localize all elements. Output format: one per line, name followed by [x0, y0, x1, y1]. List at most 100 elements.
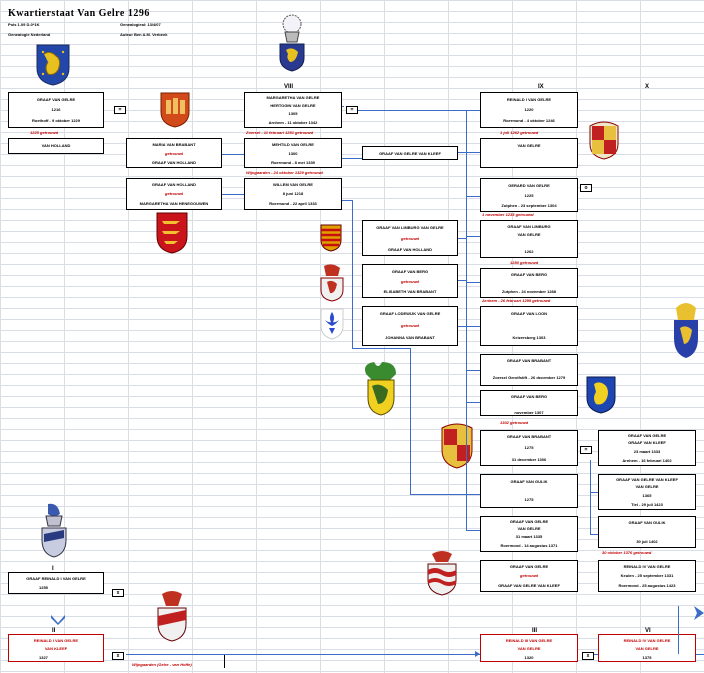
connector-line	[466, 196, 480, 197]
generation-label: IX	[538, 84, 544, 90]
person-card[interactable]: GRAAF VAN GULIK 1275	[480, 474, 578, 508]
connector-line	[222, 194, 244, 195]
connector-line	[594, 654, 598, 655]
person-card[interactable]: GRAAF VAN GELRE VAN KLEEF VAN GELRE 1365…	[598, 474, 696, 510]
person-card[interactable]: GRAAF VAN BRABANT Zoersel Gerolfstift - …	[480, 354, 578, 386]
generation-label: II	[52, 628, 56, 634]
person-death: Arnhem - 16 februari 1402	[622, 458, 672, 463]
person-card[interactable]: GRAAF VAN BRABANT 1275 31 december 1306	[480, 430, 578, 466]
person-name: VAN GELRE	[517, 143, 541, 148]
person-card[interactable]: REINALD I VAN GELRE VAN KLEEF 1327	[8, 634, 104, 662]
marriage-note: 1225 getrouwd	[30, 130, 59, 135]
person-death: Roermond - 25 augustus 1423	[618, 583, 676, 588]
connector-line	[466, 110, 467, 530]
person-card[interactable]: GRAAF VAN BERG Zutphen - 24 november 128…	[480, 268, 578, 298]
person-card[interactable]: GRAAF VAN LOON Keizersberg 1303	[480, 306, 578, 346]
person-card[interactable]: WILLEM VAN GELRE 8 juni 1218 Roermond - …	[244, 178, 342, 210]
person-status: getrouwd	[165, 151, 183, 156]
person-card[interactable]: MEHTILD VAN GELRE 1300 Roermond - 8 mei …	[244, 138, 342, 168]
person-name: GRAAF VAN GELRE	[36, 97, 76, 102]
person-card[interactable]: REINALD IV VAN GELRE Keulen - 25 septemb…	[598, 560, 696, 592]
connector-line	[696, 654, 704, 655]
person-name: MEHTILD VAN GELRE	[272, 142, 314, 147]
connector-line	[466, 236, 480, 237]
person-sub: VAN GELRE	[517, 526, 541, 531]
connector-line	[458, 280, 466, 281]
person-card[interactable]: GRAAF VAN GELRE 1216 Roethoff - 9 oktobe…	[8, 92, 104, 128]
marriage-connector: =	[346, 106, 358, 114]
person-death: Zoersel Gerolfstift - 26 december 1279	[492, 375, 566, 380]
fleur-de-lis-shield-icon	[320, 308, 344, 340]
connector-line	[410, 494, 480, 495]
person-name: REINALD IV VAN GELRE	[623, 638, 671, 643]
person-year: 1320	[524, 655, 534, 660]
marriage-connector: =	[580, 446, 592, 454]
person-sub: HERTOGIN VAN GELRE	[270, 103, 316, 108]
person-name: GRAAF VAN GELRE	[509, 564, 549, 569]
person-card[interactable]: REINALD III VAN GELRE VAN GELRE 1320	[480, 634, 578, 662]
connector-line	[342, 158, 362, 159]
blue-lion-shield-icon	[586, 376, 616, 414]
footnote: Wijngaarden (Gelre - van Hoffe)	[132, 662, 192, 667]
person-status: getrouwd	[401, 236, 419, 241]
person-year: 1255	[39, 585, 48, 590]
quartered-crest-shield-icon	[589, 121, 619, 160]
person-status: getrouwd	[401, 323, 419, 328]
generation-label: VI	[645, 628, 651, 634]
marriage-connector: x	[112, 589, 124, 597]
marriage-connector: x	[582, 652, 594, 660]
person-year: 1300	[288, 151, 298, 156]
person-year: 1220	[524, 107, 534, 112]
person-name: GRAAF VAN BERG	[510, 394, 548, 399]
marriage-note: 1280 getrouwd	[510, 260, 539, 265]
person-card[interactable]: VAN GELRE	[480, 138, 578, 168]
person-card[interactable]: REINALD I VAN GELRE 1220 Roermond - 4 ok…	[480, 92, 578, 128]
connector-line	[222, 154, 244, 155]
connector-line	[342, 106, 344, 107]
person-status: getrouwd	[401, 279, 419, 284]
connector-line	[342, 200, 352, 201]
person-card[interactable]: GRAAF VAN HOLLAND getrouwd MARGARETHA VA…	[126, 178, 222, 210]
person-place: JOHANNA VAN BRABANT	[385, 335, 435, 340]
person-place: GRAAF VAN GELRE VAN KLEEF	[498, 583, 560, 588]
person-card[interactable]: GERARD VAN GELRE 1225 Zutphen - 23 septe…	[480, 178, 578, 212]
marriage-note: 30 oktober 1376 getrouwd	[602, 550, 652, 555]
person-name: REINALD IV VAN GELRE	[623, 564, 671, 569]
person-name: VAN HOLLAND	[41, 143, 71, 148]
person-name: GRAAF VAN LIMBURG VAN GELRE	[376, 225, 444, 230]
person-name: GRAAF VAN GELRE VAN KLEEF	[616, 477, 678, 482]
person-card[interactable]: GRAAF VAN GELRE getrouwd GRAAF VAN GELRE…	[480, 560, 578, 592]
marriage-connector: x	[112, 652, 124, 660]
person-card[interactable]: GRAAF VAN GELRE GRAAF VAN KLEEF 23 maart…	[598, 430, 696, 466]
person-death: 31 december 1306	[511, 457, 547, 462]
person-sub: VAN GELRE	[635, 646, 659, 651]
person-card[interactable]: GRAAF VAN BERG getrouwd ELISABETH VAN BR…	[362, 264, 458, 298]
page-title: Kwartierstaat Van Gelre 1296	[8, 8, 150, 19]
person-card[interactable]: GRAAF REINALD I VAN GELRE 1255	[8, 572, 104, 594]
person-card[interactable]: REINALD IV VAN GELRE VAN GELRE 1375	[598, 634, 696, 662]
connector-line	[466, 326, 480, 327]
person-card[interactable]: GRAAF VAN GELRE VAN GELRE 31 maart 1335 …	[480, 516, 578, 552]
marriage-note: Zoersel - 11 februari 1281 getrouwd	[246, 130, 314, 135]
person-card[interactable]: GRAAF VAN BERG november 1307	[480, 390, 578, 416]
person-card[interactable]: GRAAF VAN GULIK 30 juli 1402	[598, 516, 696, 548]
striped-shield-icon	[320, 224, 342, 252]
connector-line	[458, 238, 466, 239]
header-text: Auteur Ben A.M. Verbeek	[120, 32, 168, 37]
person-death: Tiel - 29 juli 1423	[631, 502, 663, 507]
person-status: getrouwd	[520, 573, 538, 578]
person-card[interactable]: GRAAF LODEWIJK VAN GELRE getrouwd JOHANN…	[362, 306, 458, 346]
marriage-note: Wijngaarden - 24 oktober 1329 getrouwd	[246, 170, 323, 175]
person-sub: VAN KLEEF	[44, 646, 68, 651]
person-card[interactable]: MARGARETHA VAN GELRE HERTOGIN VAN GELRE …	[244, 92, 342, 128]
person-card[interactable]: GRAAF VAN LIMBURG VAN GELRE getrouwd GRA…	[362, 220, 458, 256]
person-name: MARGARETHA VAN GELRE	[266, 95, 320, 100]
red-white-wavy-crest-icon	[427, 551, 457, 596]
person-year: Keulen - 25 september 1331	[620, 573, 674, 578]
person-card[interactable]: GRAAF VAN GELRE VAN KLEEF	[362, 146, 458, 160]
person-name: GRAAF VAN BERG	[391, 269, 429, 274]
person-card[interactable]: VAN HOLLAND	[8, 138, 104, 154]
generation-label: X	[645, 84, 650, 90]
person-card[interactable]: MARIA VAN BRABANT getrouwd GRAAF VAN HOL…	[126, 138, 222, 168]
person-card[interactable]: GRAAF VAN LIMBURG VAN GELRE 1262	[480, 220, 578, 258]
